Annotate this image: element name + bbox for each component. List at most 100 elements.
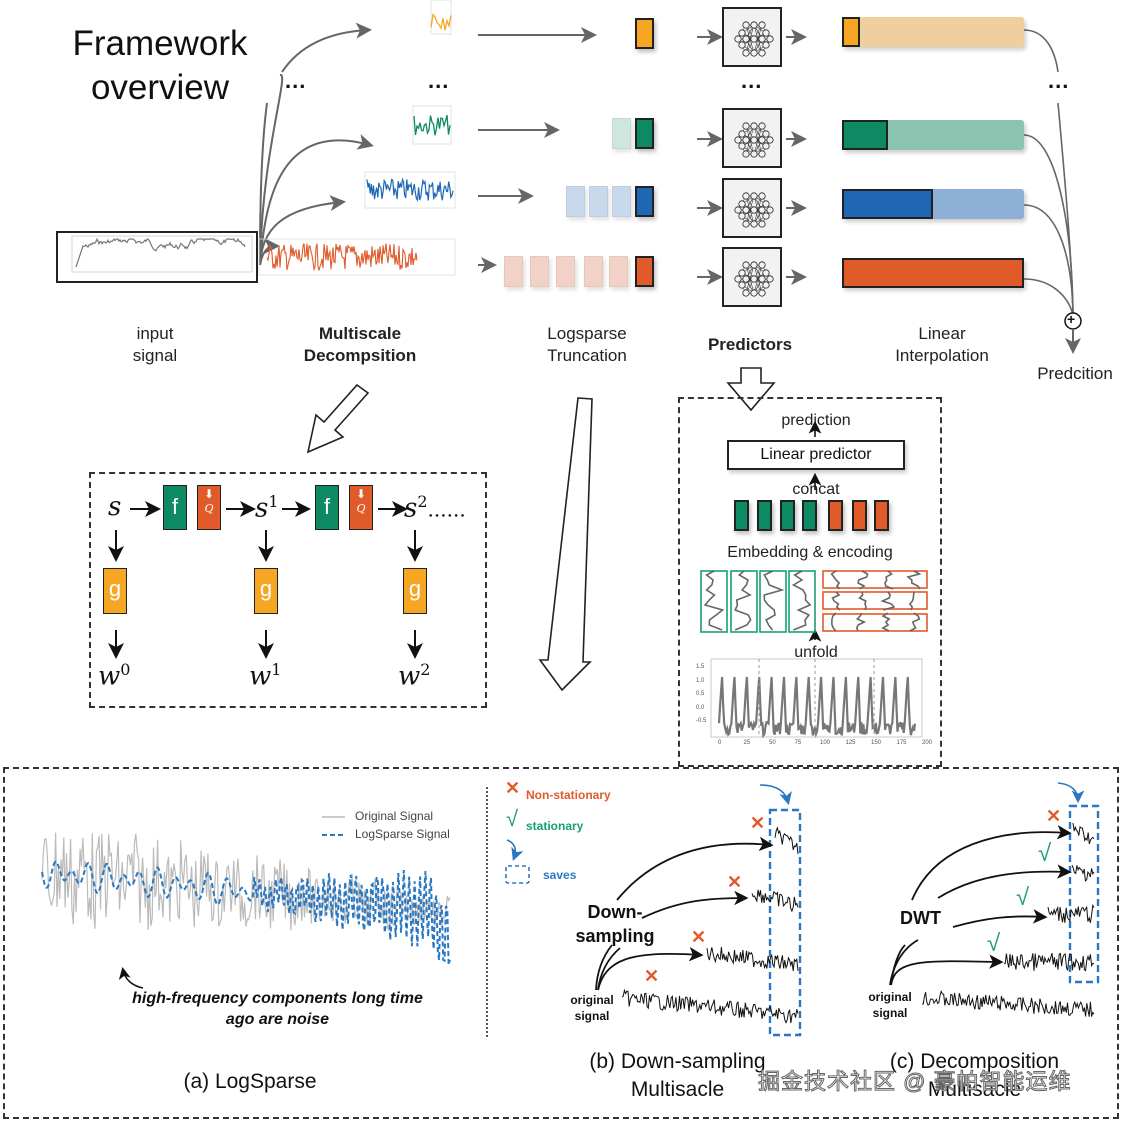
annotation-arrow [118,967,144,989]
down-arrow-icon: ⬇ [203,487,215,501]
predictor-box-4 [722,247,782,307]
origin-line: original [570,993,614,1007]
unfold-chart [710,658,923,739]
decomp-plot-orange [425,0,453,38]
sub-signal [706,947,799,972]
w-base: w [249,661,272,692]
w-base: w [398,661,421,692]
sub-signal [621,988,799,1024]
nn-arrows [697,29,807,285]
q-label: Q [204,502,214,515]
token-green [780,500,795,531]
c-mark-check: √ [1016,884,1030,911]
sub-signal [774,826,799,855]
s2-base: s [404,493,418,524]
x-tick-label: 25 [743,740,751,746]
g-block-1: g [254,568,278,614]
panel-c-method: DWT [900,908,941,928]
s2-sup: 2 [417,492,428,511]
label-line: Decompsition [303,346,417,365]
panel-b-method: Down- sampling [565,900,665,948]
g-block-2: g [403,568,427,614]
x-tick-label: 200 [922,740,933,746]
label-line: Truncation [547,346,627,365]
token-green [757,500,772,531]
c-mark-cross: ✕ [1046,806,1062,826]
framework-title-line1: Framework [72,24,248,63]
w-sup: 0 [120,660,131,679]
saves-box-c [1068,804,1100,984]
bottom-panels-box [3,767,1119,1119]
sub-signal [1003,952,1095,972]
branch-arrow-top [259,30,368,266]
panel-b-caption: (b) Down-sampling Multisacle [560,1048,795,1104]
trunc-block-blue-light [589,186,608,217]
legend-saves-box [505,865,530,884]
c-mark-check: √ [1038,840,1052,867]
branch-arrow-3 [259,195,346,266]
x-tick-label: 125 [845,740,856,746]
hollow-arrow-decomp [306,383,370,454]
saves-arrow-b [759,784,792,806]
watermark: 掘金技术社区 @ 豪帕智能运维 [758,1069,1072,1095]
panel-c-caption: (c) Decomposition Multisacle [862,1048,1087,1104]
framework-title: Framework overview [40,22,280,110]
token-red [852,500,867,531]
interp-known-red [842,258,1024,288]
framework-title-line2: overview [90,68,230,107]
legend-logsparse-label: LogSparse Signal [355,827,450,841]
b-mark-cross: ✕ [727,872,743,892]
origin-line: signal [574,1009,610,1023]
s1-base: s [255,493,269,524]
trunc-block-red [635,256,654,287]
legend-nonstationary-label: Non-stationary [526,788,611,802]
trunc-block-blue-light [566,186,585,217]
ellipsis-decomp-left: ... [285,68,307,93]
x-tick-label: 75 [794,740,802,746]
downsample-q-block-1: ⬇ Q [197,485,221,530]
f-block-1: f [163,485,187,530]
label-input-signal: input signal [105,323,205,367]
predictor-detail-box [678,397,942,767]
label-linear-interpolation: Linear Interpolation [872,323,1012,367]
pred-label-unfold: unfold [756,642,876,664]
symbol-w1: w1 [249,660,281,692]
interp-known-blue [842,189,933,219]
label-prediction: Predcition [1037,364,1113,383]
decomp-plot-red [258,238,459,282]
legend-cross-icon: ✕ [505,778,521,798]
method-line: sampling [575,926,655,946]
s1-sup: 1 [268,492,279,511]
sum-symbol: + [1067,311,1076,327]
legend-saves-arrow [506,839,524,861]
down-arrow-icon: ⬇ [355,487,367,501]
label-line: signal [132,346,178,365]
panel-a-caption: (a) LogSparse [183,1070,317,1093]
trunc-block-red-light [530,256,549,287]
interp-bar-orange [842,17,1024,47]
w-sup: 2 [420,660,431,679]
label-logsparse-truncation: Logsparse Truncation [527,323,647,367]
symbol-w0: w0 [98,660,130,692]
f-block-2: f [315,485,339,530]
trunc-block-blue-light [612,186,631,217]
decomp-plot-blue [340,171,458,214]
label-line: Linear [918,324,966,343]
w-base: w [98,661,121,692]
symbol-s1: s1 [255,492,279,524]
trunc-block-blue [635,186,654,217]
trunc-block-red-light [504,256,523,287]
ellipsis-merge: ... [1048,68,1070,93]
interp-bar-blue [842,189,1024,219]
y-tick-label: 0.0 [696,704,705,711]
ellipsis-decomp-right: ... [428,68,450,93]
interp-bar-green [842,120,1024,150]
label-line: Multiscale [318,324,402,343]
input-signal-plot [56,231,258,283]
sub-signal [921,989,1095,1017]
pred-label-embedding: Embedding & encoding [727,544,893,561]
sub-signal [1072,823,1095,845]
token-red [828,500,843,531]
predictor-box-2 [722,108,782,168]
